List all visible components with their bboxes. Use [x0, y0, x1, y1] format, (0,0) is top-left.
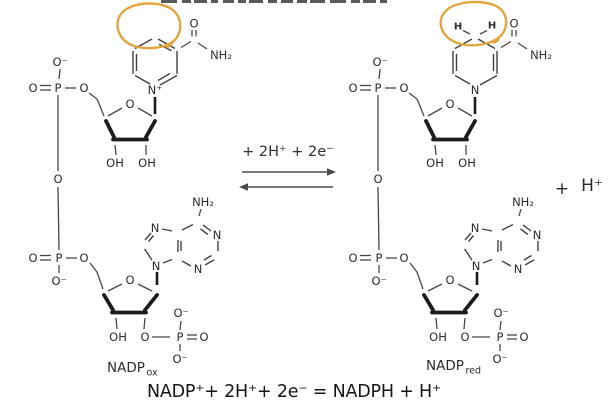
atom-n: N [471, 83, 480, 97]
amide-group: NH₂ [210, 48, 232, 62]
atom-o-minus: O⁻ [172, 352, 187, 366]
amine-group: NH₂ [512, 195, 534, 209]
atom-n: N [152, 259, 161, 273]
atom-o-minus: O⁻ [492, 352, 507, 366]
reaction-conditions-label: + 2H⁺ + 2e⁻ [242, 144, 334, 160]
caption-nadp-red: NADP red [426, 358, 481, 377]
added-hydrogen: H [488, 21, 496, 32]
atom-o: O [348, 251, 357, 265]
forward-arrowhead [327, 168, 336, 176]
proton-product: + H⁺ [555, 176, 603, 199]
atom-o-minus: O⁻ [371, 274, 386, 288]
amine-group: NH₂ [192, 195, 214, 209]
atom-p: P [497, 330, 504, 344]
atom-o-ribose: O [445, 97, 454, 111]
atom-n: N [472, 259, 481, 273]
atom-o-ribose: O [445, 273, 454, 287]
reaction-arrows: + 2H⁺ + 2e⁻ [239, 144, 336, 191]
atom-o: O [399, 81, 408, 95]
highlight-circle-left [116, 2, 182, 50]
atom-n: N [471, 221, 480, 235]
atom-o: O [79, 81, 88, 95]
atom-o-carbonyl: O [189, 17, 198, 31]
atom-o-minus: O⁻ [52, 55, 67, 69]
nadp-backbone-left: O⁻ O P O O O P O O⁻ O OH OH [28, 55, 221, 366]
hydroxyl: OH [429, 330, 447, 344]
atom-o: O [199, 330, 208, 344]
atom-o-ribose: O [125, 273, 134, 287]
redox-equation: NADP⁺+ 2H⁺+ 2e⁻ = NADPH + H⁺ [146, 382, 442, 402]
atom-o-minus: O⁻ [493, 306, 508, 320]
atom-o-carbonyl: O [509, 17, 518, 31]
atom-n: N [213, 228, 222, 242]
caption-main: NADP [426, 358, 464, 374]
atom-n: N [151, 221, 160, 235]
atom-n: N [514, 262, 523, 276]
atom-o: O [460, 330, 469, 344]
atom-o: O [28, 251, 37, 265]
atom-o-bridge: O [373, 172, 382, 186]
atom-p: P [55, 81, 62, 95]
atom-p: P [177, 330, 184, 344]
atom-p: P [376, 251, 383, 265]
h-plus-label: H⁺ [581, 176, 603, 196]
nicotinamide-ring-reduced: N H H O NH₂ [452, 17, 552, 97]
caption-sub: red [466, 366, 482, 377]
atom-o: O [140, 330, 149, 344]
atom-o: O [519, 330, 528, 344]
plus-sign: + [555, 179, 569, 199]
highlight-circle-right [439, 0, 508, 47]
atom-o-minus: O⁻ [372, 55, 387, 69]
hydroxyl: OH [109, 330, 127, 344]
amide-group: NH₂ [530, 48, 552, 62]
reverse-arrowhead [239, 183, 248, 191]
nadp-backbone-right: O⁻ O P O O O P O O⁻ O OH OH [348, 55, 541, 366]
atom-p: P [56, 251, 63, 265]
nicotinamide-ring-oxidized: N⁺ O NH₂ [132, 17, 232, 97]
atom-o: O [348, 81, 357, 95]
hydroxyl: OH [106, 156, 124, 170]
atom-n: N [533, 228, 542, 242]
caption-nadp-ox: NADP ox [107, 360, 158, 379]
atom-o: O [79, 251, 88, 265]
atom-o-minus: O⁻ [51, 274, 66, 288]
atom-o: O [399, 251, 408, 265]
hydroxyl: OH [138, 156, 156, 170]
caption-main: NADP [107, 360, 145, 376]
added-hydrogen: H [454, 22, 462, 33]
hydroxyl: OH [426, 156, 444, 170]
caption-sub: ox [147, 368, 159, 379]
atom-o-minus: O⁻ [173, 306, 188, 320]
atom-p: P [375, 81, 382, 95]
hydroxyl: OH [458, 156, 476, 170]
atom-n: N [194, 262, 203, 276]
atom-n-plus: N⁺ [148, 83, 163, 97]
atom-o-bridge: O [53, 172, 62, 186]
atom-o: O [28, 81, 37, 95]
atom-o-ribose: O [125, 97, 134, 111]
